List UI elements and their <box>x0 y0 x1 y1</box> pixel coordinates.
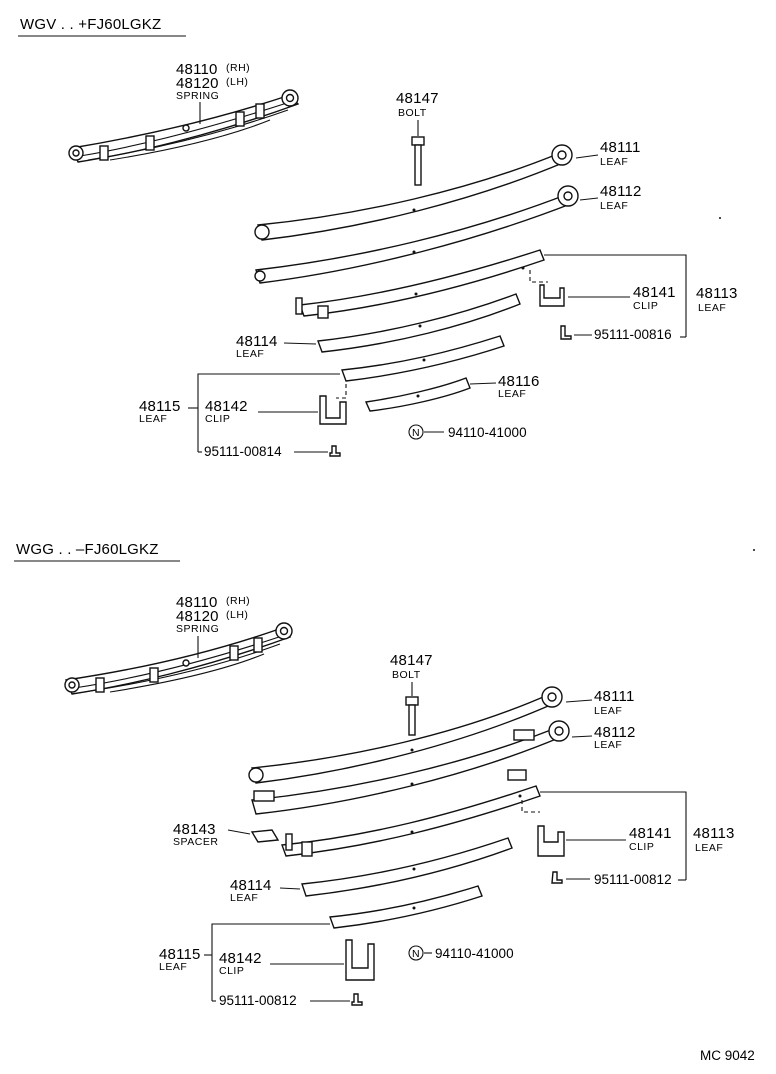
clip-48142-illustration <box>319 395 347 425</box>
clip-48142-number: 48142 <box>219 950 262 967</box>
leaf-48114-number: 48114 <box>230 877 272 894</box>
leaf-48116-name: LEAF <box>498 388 526 400</box>
clip-48142-number: 48142 <box>205 398 248 415</box>
spring-lh-tag: (LH) <box>226 609 248 621</box>
leaf-48112-name: LEAF <box>600 200 628 212</box>
section-bottom: WGG . . –FJ60LGKZ 48110 (RH) 48120 (LH) … <box>14 541 755 1008</box>
leaf-48115-name: LEAF <box>159 961 187 973</box>
leaf-48113-name: LEAF <box>695 842 723 854</box>
spring-lh-tag: (LH) <box>226 76 248 88</box>
rivet-1-illustration <box>560 325 572 340</box>
nut-marker: N <box>412 427 420 439</box>
bolt-name: BOLT <box>398 107 427 119</box>
spacer-48143-illustration <box>250 829 280 843</box>
spring-rh-tag: (RH) <box>226 62 250 74</box>
leaf-48114-illustration <box>301 837 513 897</box>
spacer-48143-name: SPACER <box>173 836 218 848</box>
nut-number: 94110-41000 <box>435 946 514 961</box>
leaf-48114-number: 48114 <box>236 333 278 350</box>
leaf-48112-number: 48112 <box>594 724 636 741</box>
leaf-48113-number: 48113 <box>693 825 735 842</box>
leaf-48115-illustration <box>341 335 505 382</box>
nut-marker: N <box>412 948 420 960</box>
clip-48141-number: 48141 <box>629 825 672 842</box>
section-title: WGG . . –FJ60LGKZ <box>16 541 159 558</box>
spacer-48143-number: 48143 <box>173 821 216 838</box>
clip-48142-name: CLIP <box>219 965 244 977</box>
spring-rh-tag: (RH) <box>226 595 250 607</box>
bolt-number: 48147 <box>390 652 433 669</box>
rivet-2-number: 95111-00812 <box>219 993 297 1008</box>
leaf-48111-number: 48111 <box>600 139 641 156</box>
clip-48141-illustration <box>537 825 565 857</box>
leaf-48116-illustration <box>364 377 471 412</box>
clip-48141-number: 48141 <box>633 284 676 301</box>
leaf-48112-illustration <box>254 185 579 284</box>
leaf-48114-name: LEAF <box>230 892 258 904</box>
spring-name: SPRING <box>176 90 219 102</box>
spring-assembly-illustration <box>64 622 293 695</box>
leaf-48111-illustration <box>254 144 573 241</box>
clip-48141-name: CLIP <box>629 841 654 853</box>
leaf-48111-illustration <box>248 686 563 784</box>
nut-marker-circle <box>408 424 424 440</box>
diagram-code: MC 9042 <box>700 1048 755 1063</box>
leaf-48112-number: 48112 <box>600 183 642 200</box>
clip-48141-name: CLIP <box>633 300 658 312</box>
spring-rh-number: 48110 <box>176 594 218 611</box>
spring-assembly-illustration <box>68 89 300 163</box>
bolt-illustration <box>405 696 419 736</box>
rivet-2-illustration <box>329 445 341 457</box>
rivet-1-number: 95111-00812 <box>594 872 672 887</box>
rivet-2-number: 95111-00814 <box>204 444 282 459</box>
clip-48142-illustration <box>345 939 375 981</box>
leaf-48113-number: 48113 <box>696 285 738 302</box>
rivet-1-number: 95111-00816 <box>594 327 672 342</box>
spring-lh-number: 48120 <box>176 75 219 92</box>
leaf-48111-name: LEAF <box>600 156 628 168</box>
section-title: WGV . . +FJ60LGKZ <box>20 16 161 33</box>
rivet-1-illustration <box>551 871 563 884</box>
section-top: WGV . . +FJ60LGKZ 48110 (RH) 48120 (LH) … <box>18 16 738 459</box>
leaf-48115-illustration <box>329 885 483 929</box>
leaf-48112-illustration <box>251 720 570 815</box>
leaf-48116-number: 48116 <box>498 373 540 390</box>
leaf-48113-illustration <box>295 249 545 319</box>
leaf-48115-name: LEAF <box>139 413 167 425</box>
clip-48142-name: CLIP <box>205 413 230 425</box>
leaf-48115-number: 48115 <box>139 398 181 415</box>
nut-marker-circle <box>408 945 424 961</box>
spring-name: SPRING <box>176 623 219 635</box>
leaf-48111-name: LEAF <box>594 705 622 717</box>
leaf-48111-number: 48111 <box>594 688 635 705</box>
leaf-48114-name: LEAF <box>236 348 264 360</box>
rivet-2-illustration <box>351 993 363 1006</box>
nut-number: 94110-41000 <box>448 425 527 440</box>
spring-rh-number: 48110 <box>176 61 218 78</box>
bolt-name: BOLT <box>392 669 421 681</box>
leaf-48115-number: 48115 <box>159 946 201 963</box>
bolt-number: 48147 <box>396 90 439 107</box>
clip-48141-illustration <box>539 284 565 307</box>
leaf-48113-name: LEAF <box>698 302 726 314</box>
leaf-48114-illustration <box>317 293 521 353</box>
leaf-48113-illustration <box>281 769 541 857</box>
leaf-48112-name: LEAF <box>594 739 622 751</box>
spring-lh-number: 48120 <box>176 608 219 625</box>
bolt-illustration <box>411 136 425 186</box>
